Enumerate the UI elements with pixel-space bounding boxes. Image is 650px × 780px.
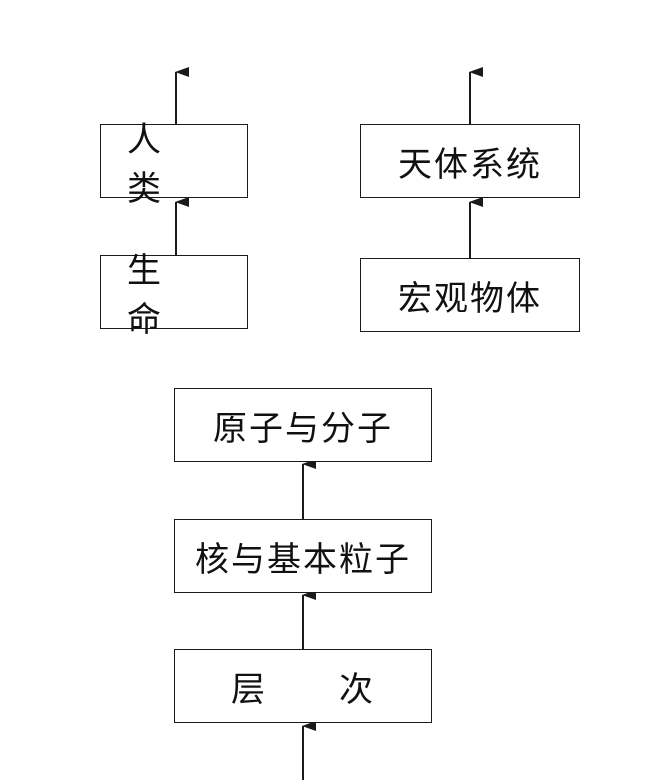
node-atom-molecule: 原子与分子 [174, 388, 432, 462]
node-level: 层 次 [174, 649, 432, 723]
node-atom-molecule-label: 原子与分子 [213, 408, 393, 449]
node-nucleus-particle-label: 核与基本粒子 [195, 539, 411, 580]
node-life: 生 命 [100, 251, 248, 340]
node-macroscopic-object-label: 宏观物体 [398, 278, 542, 319]
node-life-label: 生 命 [127, 251, 247, 340]
node-human: 人 类 [100, 120, 248, 209]
node-nucleus-particle: 核与基本粒子 [174, 519, 432, 593]
node-celestial-system-label: 天体系统 [398, 144, 542, 185]
node-macroscopic-object: 宏观物体 [360, 258, 580, 332]
node-level-label: 层 次 [231, 669, 375, 710]
node-celestial-system: 天体系统 [360, 124, 580, 198]
node-human-label: 人 类 [127, 120, 247, 209]
